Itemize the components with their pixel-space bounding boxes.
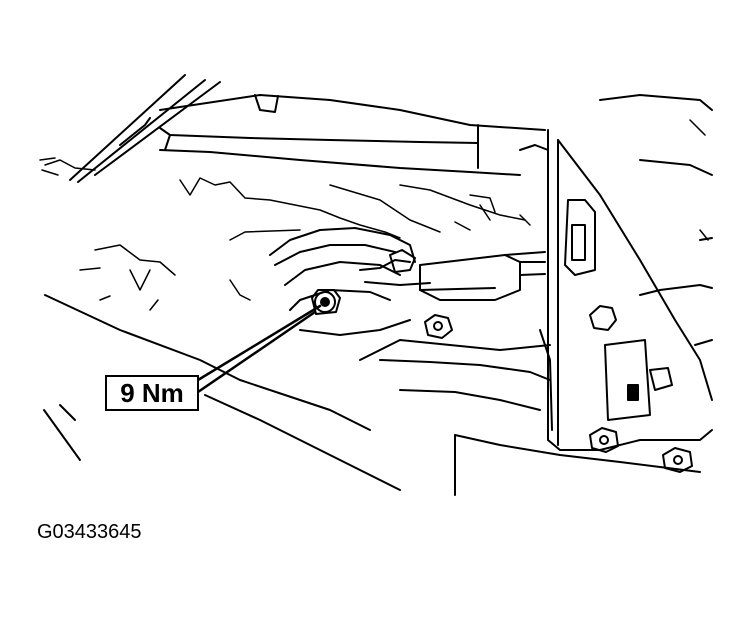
lower-right-nuts bbox=[589, 367, 693, 473]
lower-body-panel bbox=[43, 294, 701, 496]
mid-ridge-edge bbox=[44, 159, 526, 276]
figure-reference-id: G03433645 bbox=[37, 521, 142, 543]
diagonal-strut bbox=[69, 74, 221, 183]
torque-spec-label: 9 Nm bbox=[120, 378, 184, 408]
callout-leader-line bbox=[196, 304, 322, 394]
torque-spec-callout: 9 Nm bbox=[105, 375, 199, 411]
mounting-bracket bbox=[269, 227, 546, 336]
right-support-pillar bbox=[547, 94, 713, 451]
center-nut bbox=[424, 314, 453, 339]
torque-bolt bbox=[311, 289, 341, 315]
upper-housing-cover bbox=[159, 94, 549, 176]
sketch-detail-marks bbox=[39, 119, 709, 311]
